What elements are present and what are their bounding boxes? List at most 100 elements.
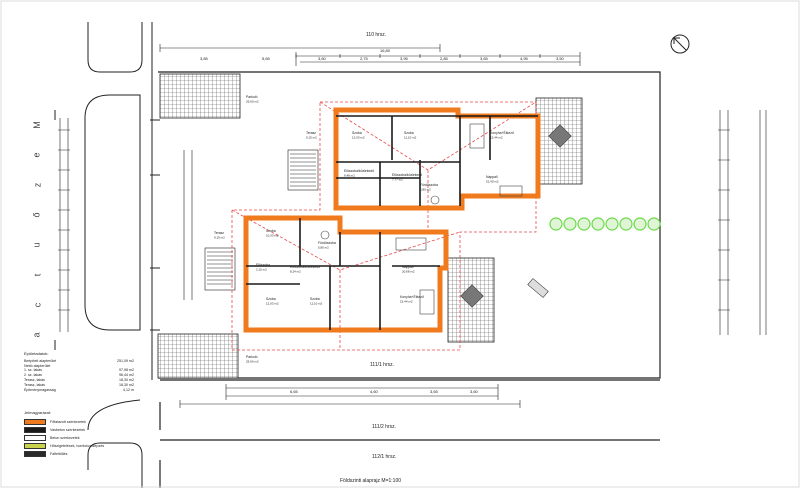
legend-item: Vasbeton szerkezetek (24, 426, 144, 433)
room-area-label: 2,15 m2 (256, 268, 267, 272)
building-data-key: Beépített alapterület (24, 358, 57, 363)
building-data-row: Nettó alapterület (24, 364, 134, 369)
legend-swatch (24, 442, 46, 449)
room-name-label: Előszoba/közlekedő (290, 265, 320, 269)
building-data-row: Terasz, lakás 18,30 m2 (24, 383, 134, 388)
walls-south-unit (243, 215, 449, 333)
building-data-row: Terasz, lakás 18,30 m2 (24, 378, 134, 383)
room-area-label: 25,60 m2 (246, 100, 259, 104)
terrace-table-icon (460, 124, 572, 308)
dimension-label: 4,60 (370, 389, 379, 394)
dimension-lines (59, 44, 767, 408)
plot-label-south-a: 111/1 hrsz. (370, 362, 394, 368)
room-name-label: Előszoba (256, 263, 270, 267)
room-name-label: Nappali (402, 265, 414, 269)
dimension-label: 5,65 (262, 56, 271, 61)
room-area-label: 11,10 m2 (310, 302, 323, 306)
room-area-label: 11,10 m2 (404, 136, 417, 140)
room-area-label: 25,60 m2 (246, 360, 259, 364)
dimension-label: 3,60 (318, 56, 327, 61)
legend-item: Főfalazott szerkezetek (24, 418, 144, 425)
building-data-key: Terasz, lakás (24, 377, 45, 382)
room-name-label: Konyha+Étkező (400, 294, 424, 299)
legend-item: Hőszigetelések, homlokzatképzés (24, 442, 144, 449)
room-name-label: Szoba (310, 297, 320, 301)
dimension-label: 2,85 (440, 56, 449, 61)
entry-stairs (204, 149, 319, 291)
room-area-label: 20,68 m2 (402, 270, 415, 274)
room-area-label: 5,80 m2 (420, 188, 431, 192)
legend-label: Falfeltöltés (50, 451, 68, 456)
legend-label: Hőszigetelések, homlokzatképzés (50, 443, 105, 448)
hedge (549, 217, 661, 231)
lounge-chair-icon (527, 278, 549, 298)
plot-label-south-c: 112/1 hrsz. (372, 454, 396, 460)
room-area-label: 7,77 m2 (392, 178, 403, 182)
dimension-label: 2,75 (360, 56, 369, 61)
room-name-label: Előszoba/közlekedő (344, 169, 374, 173)
room-area-label: 15,44 m2 (400, 300, 413, 304)
furniture (320, 123, 523, 315)
dimension-ticks (58, 54, 730, 311)
building-data-row: Beépített alapterület 251,09 m2 (24, 359, 134, 364)
room-name-label: Nappali (486, 175, 498, 179)
dimension-label: 6,65 (290, 389, 299, 394)
room-name-label: Terasz (214, 231, 224, 235)
legend-swatch (24, 450, 46, 457)
walls-north-inner (336, 115, 538, 206)
room-name-label: Parkoló (246, 355, 258, 359)
legend-title: Jelmagyarázat: (24, 410, 52, 415)
building-data-title: Épületadatok: (24, 351, 49, 356)
room-area-label: 9,15 m2 (306, 136, 317, 140)
building-data-key: Terasz, lakás (24, 382, 45, 387)
legend-label: Vasbeton szerkezetek (50, 427, 86, 432)
walls-north-unit (333, 107, 541, 211)
dimension-label: 4,95 (520, 56, 529, 61)
room-area-label: 22,40 m2 (486, 180, 499, 184)
room-name-label: Előszoba/közlekedő (392, 173, 422, 177)
building-data-value: 18,30 m2 (119, 377, 134, 382)
legend-label: Beton szerkezetek (50, 435, 80, 440)
building-data-key: Nettó alapterület (24, 363, 51, 368)
dimension-label: 3,65 (430, 389, 439, 394)
building-data-value: 4,12 m (123, 387, 134, 392)
room-area-label: 5,80 m2 (318, 246, 329, 250)
room-area-label: 8,24 m2 (290, 270, 301, 274)
room-name-label: Szoba (266, 297, 276, 301)
room-area-label: 15,44 m2 (490, 136, 503, 140)
street-name-letter: a (31, 332, 42, 338)
legend-item: Beton szerkezetek (24, 434, 144, 441)
legend-label: Főfalazott szerkezetek (50, 419, 86, 424)
room-area-label: 10,33 m2 (266, 234, 279, 238)
legend-item: Falfeltöltés (24, 450, 144, 457)
walls-south-inner (246, 218, 440, 330)
legend-swatch (24, 418, 46, 425)
parking-south (157, 333, 239, 379)
room-name-label: Szoba (352, 131, 362, 135)
street-name-letter: z (32, 182, 42, 188)
building-data-value: 18,30 m2 (119, 382, 134, 387)
north-arrow-icon (670, 34, 690, 54)
legend-swatch (24, 434, 46, 441)
dimension-total: 16,80 (380, 48, 391, 53)
room-name-label: Fürdőszoba (318, 241, 336, 245)
street-name-letter: c (32, 302, 42, 308)
building-data-table: Épületadatok: Beépített alapterület 251,0… (24, 351, 134, 393)
roof-outline (231, 101, 537, 351)
building-data-value: 97,98 m2 (119, 368, 134, 373)
room-name-label: Szoba (266, 229, 276, 233)
room-name-label: Parkoló (246, 95, 258, 99)
room-area-label: 12,03 m2 (352, 136, 365, 140)
drawing-title: Földszinti alaprajz M=1:100 (340, 478, 402, 484)
plot-label-north: 110 hrsz. (366, 32, 386, 38)
room-area-label: 12,03 m2 (266, 302, 279, 306)
building-data-value: 96,44 m2 (119, 373, 134, 378)
building-data-value: 251,09 m2 (117, 358, 134, 363)
